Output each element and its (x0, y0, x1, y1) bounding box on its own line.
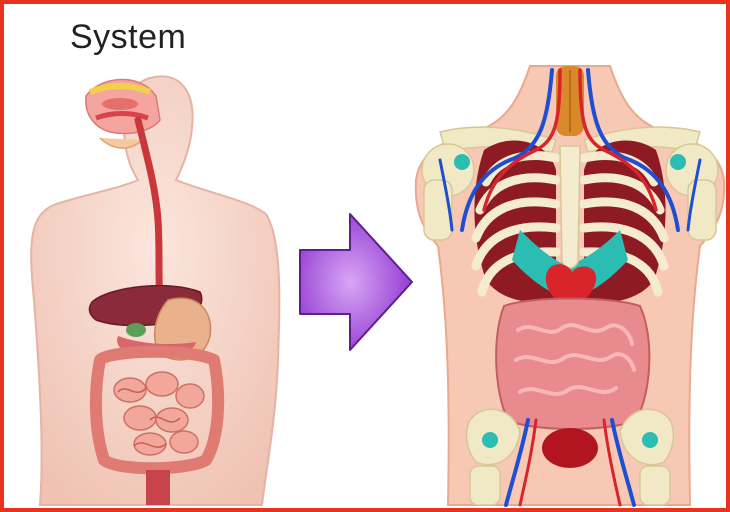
organ-systems-torso-icon (416, 66, 724, 505)
digestive-system-figure-icon (31, 76, 279, 505)
arrow-right-icon (300, 214, 412, 350)
